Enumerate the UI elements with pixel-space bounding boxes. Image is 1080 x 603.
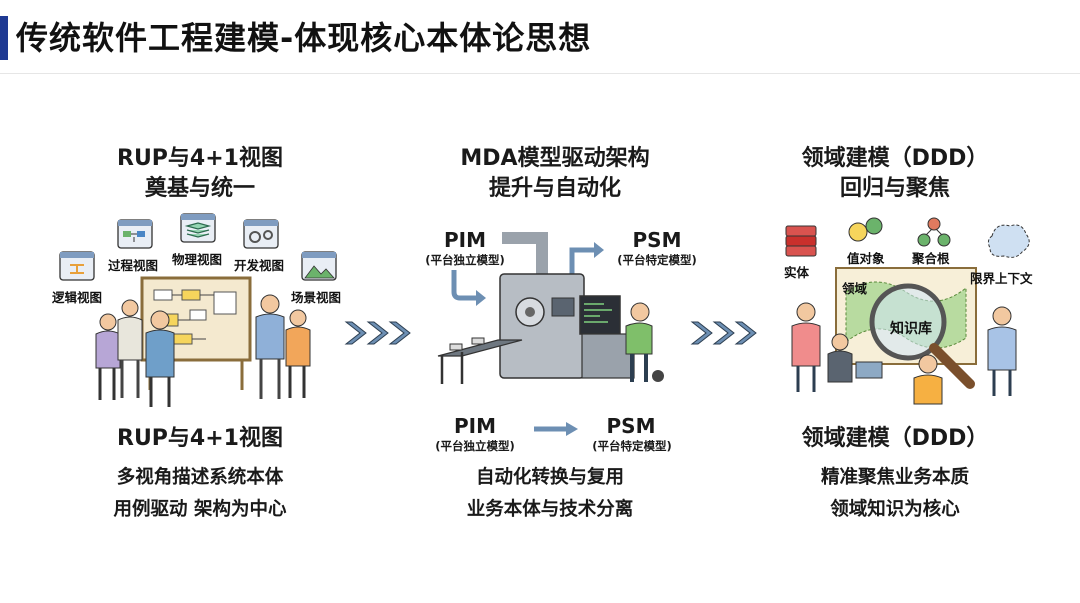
mda-desc-line1: 自动化转换与复用: [475, 467, 624, 488]
mda-title-line1: MDA模型驱动架构: [460, 146, 650, 171]
rup-illustration: [59, 213, 337, 407]
pim-to-psm-arrow-icon: [534, 422, 578, 436]
logical-view-icon: [59, 251, 95, 281]
bottom-pim-sub-label: (平台独立模型): [435, 439, 515, 453]
ddd-subtitle: 领域建模（DDD）: [801, 426, 989, 451]
mda-title: MDA模型驱动架构 提升与自动化: [430, 144, 680, 204]
process-view-icon: [117, 219, 153, 249]
process-view-label: 过程视图: [108, 258, 159, 273]
physical-view-label: 物理视图: [172, 252, 223, 267]
bottom-pim-label: PIM: [453, 414, 496, 438]
top-pim-sub-label: (平台独立模型): [425, 253, 505, 267]
top-pim-label: PIM: [443, 228, 486, 252]
ddd-title-line2: 回归与聚焦: [839, 176, 950, 201]
magnifier-icon: [869, 283, 975, 389]
bounded-context-label: 限界上下文: [970, 271, 1033, 286]
ddd-title-line1: 领域建模（DDD）: [801, 146, 989, 171]
ddd-illustration: [785, 217, 1030, 405]
physical-view-icon: [180, 213, 216, 243]
rup-title: RUP与4+1视图 奠基与统一: [90, 144, 310, 204]
value-object-icon: [848, 217, 883, 242]
ddd-desc-line2: 领域知识为核心: [830, 499, 960, 520]
top-psm-label: PSM: [632, 228, 682, 252]
rup-title-line1: RUP与4+1视图: [117, 146, 283, 171]
mda-title-line2: 提升与自动化: [488, 176, 621, 201]
bottom-psm-sub-label: (平台特定模型): [592, 439, 672, 453]
logical-view-label: 逻辑视图: [52, 290, 103, 305]
scenario-view-icon: [301, 251, 337, 281]
rup-title-line2: 奠基与统一: [144, 176, 255, 201]
page-title: 传统软件工程建模-体现核心本体论思想: [16, 19, 592, 57]
rup-subtitle: RUP与4+1视图: [117, 426, 283, 451]
development-view-icon: [243, 219, 279, 249]
knowledge-base-label: 知识库: [890, 321, 932, 337]
domain-team-people-icon: [791, 302, 1017, 405]
aggregate-root-icon: [917, 217, 951, 247]
rup-desc-line2: 用例驱动 架构为中心: [113, 499, 287, 520]
value-object-label: 值对象: [847, 251, 885, 266]
domain-map-label: 领域: [842, 281, 868, 296]
bottom-psm-label: PSM: [606, 414, 656, 438]
mda-machine-illustration: [437, 232, 664, 384]
header: 传统软件工程建模-体现核心本体论思想: [0, 0, 1080, 74]
mda-desc-line2: 业务本体与技术分离: [466, 499, 634, 520]
bounded-context-icon: [987, 224, 1030, 258]
ddd-desc-line1: 精准聚焦业务本质: [820, 467, 969, 488]
development-view-label: 开发视图: [234, 258, 285, 273]
entity-icon: [785, 225, 817, 257]
header-divider: [0, 73, 1080, 74]
flow-arrows-1-icon: [344, 321, 411, 345]
title-accent-bar: [0, 16, 8, 60]
team-people-icon: [95, 294, 311, 407]
aggregate-root-label: 聚合根: [912, 251, 950, 266]
ddd-title: 领域建模（DDD） 回归与聚焦: [780, 144, 1010, 204]
scenario-view-label: 场景视图: [291, 290, 342, 305]
flow-arrows-2-icon: [690, 321, 757, 345]
top-psm-sub-label: (平台特定模型): [617, 253, 697, 267]
entity-label: 实体: [784, 265, 810, 280]
rup-desc-line1: 多视角描述系统本体: [116, 467, 284, 488]
